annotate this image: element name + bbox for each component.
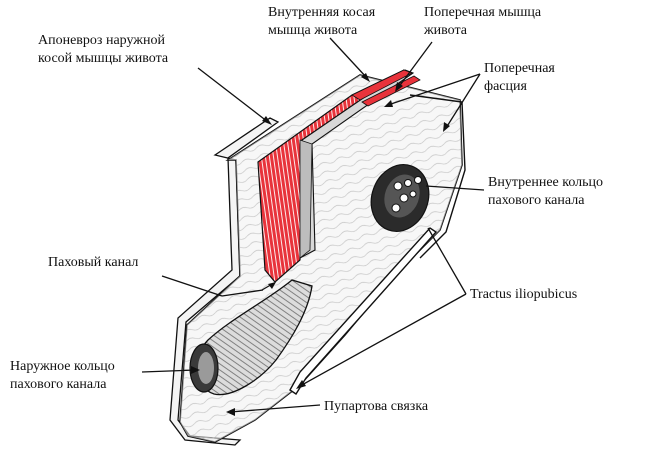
label-internal-oblique: Внутренняя косая мышца живота [268, 5, 379, 38]
label-aponeurosis: Апоневроз наружной косой мышцы живота [38, 33, 169, 66]
label-inner-ring: Внутреннее кольцо пахового канала [488, 175, 607, 208]
fascia-fold [409, 94, 466, 259]
label-poupart-ligament: Пупартова связка [324, 399, 429, 414]
label-transverse-fascia: Поперечная фасция [484, 61, 558, 94]
label-tractus-iliopubicus: Tractus iliopubicus [470, 287, 577, 302]
aponeurosis-sheet [169, 117, 280, 446]
label-transverse-muscle: Поперечная мышца живота [423, 5, 545, 38]
leader-lines [141, 37, 485, 416]
spermatic-cord [196, 279, 313, 396]
label-outer-ring: Наружное кольцо пахового канала [10, 359, 118, 392]
label-inguinal-canal: Паховый канал [48, 255, 138, 270]
cord-vessels [391, 176, 422, 213]
inguinal-ligament [289, 227, 438, 395]
